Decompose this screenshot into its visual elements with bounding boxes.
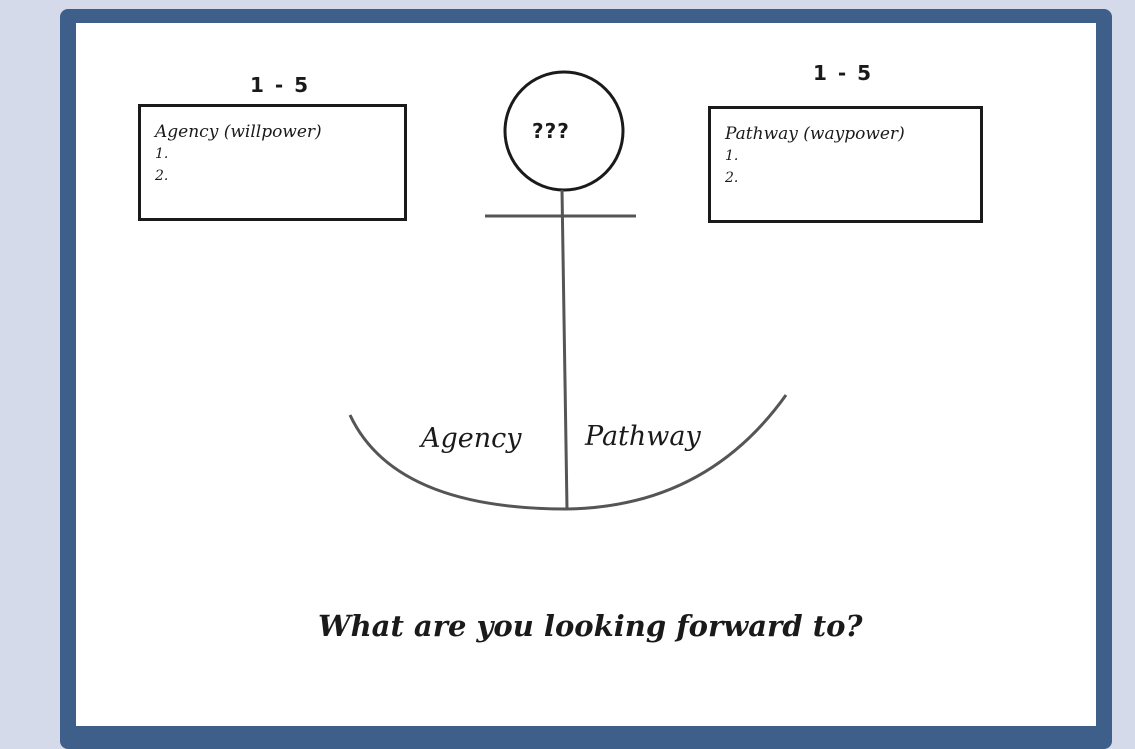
anchor-shank bbox=[560, 189, 569, 510]
diagram-canvas: 1 - 5 Agency (willpower) 1. 2. 1 - 5 Pat… bbox=[76, 23, 1096, 726]
anchor-ring-text: ??? bbox=[532, 119, 570, 143]
agency-box: Agency (willpower) 1. 2. bbox=[138, 104, 407, 221]
anchor-ring bbox=[503, 70, 625, 192]
anchor-drawing bbox=[348, 70, 788, 511]
pathway-item-1: 1. bbox=[725, 148, 739, 164]
agency-box-title: Agency (willpower) bbox=[155, 122, 322, 142]
agency-item-2: 2. bbox=[155, 168, 169, 184]
anchor-arc bbox=[348, 394, 788, 511]
arc-label-pathway: Pathway bbox=[585, 421, 701, 452]
pathway-box-title: Pathway (waypower) bbox=[725, 124, 905, 144]
pathway-box: Pathway (waypower) 1. 2. bbox=[708, 106, 983, 223]
footer-question: What are you looking forward to? bbox=[318, 609, 863, 643]
pathway-item-2: 2. bbox=[725, 170, 739, 186]
pathway-scale-label: 1 - 5 bbox=[813, 61, 874, 85]
agency-scale-label: 1 - 5 bbox=[250, 73, 311, 97]
agency-item-1: 1. bbox=[155, 146, 169, 162]
arc-label-agency: Agency bbox=[421, 423, 522, 454]
